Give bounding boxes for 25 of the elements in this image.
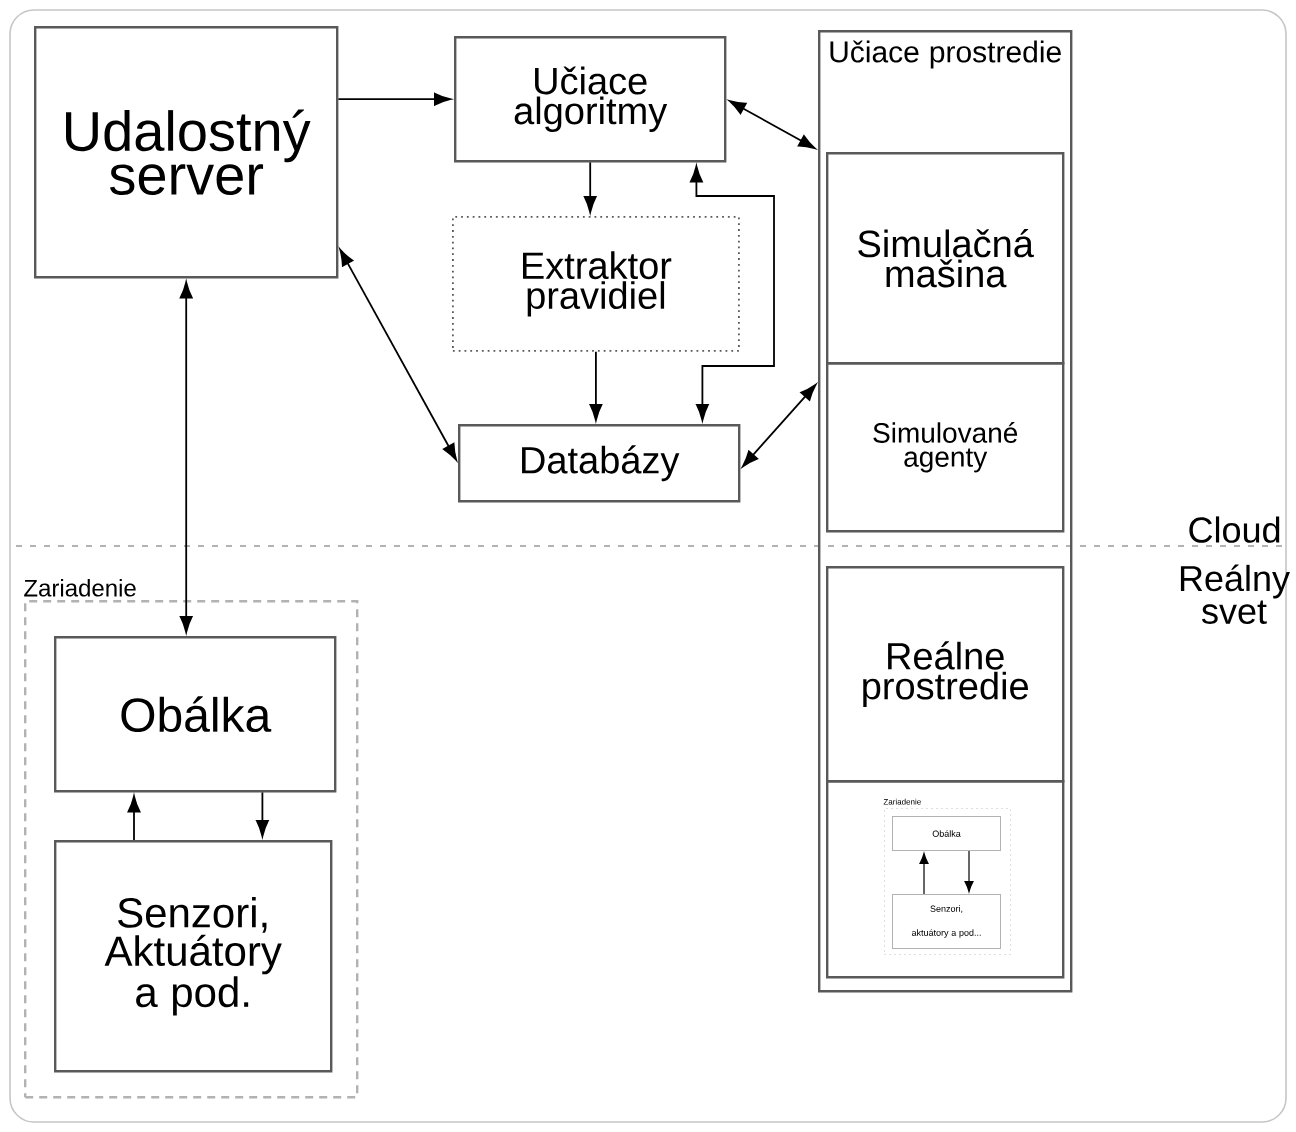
region-label: Reálny svet [1180, 564, 1290, 624]
panel-cell: Simulované agenty [826, 362, 1065, 533]
process-box: Extraktor pravidiel [452, 216, 740, 352]
arrow [256, 791, 269, 837]
process-box: Učiace algoritmy [454, 36, 727, 163]
process-box: Obálka [54, 636, 337, 793]
arrow [127, 795, 141, 841]
panel-cell [826, 780, 1065, 979]
server-box: Udalostný server [34, 26, 339, 279]
node-label: Zariadenie [24, 579, 136, 597]
arrow [919, 852, 929, 895]
arrow [589, 350, 603, 421]
panel-cell: Reálne prostredie [826, 566, 1065, 783]
arrow [690, 165, 775, 421]
arrow [339, 249, 457, 461]
arrow [583, 161, 597, 213]
arrow [964, 850, 974, 893]
process-box: Senzori, Aktuátory a pod. [54, 840, 333, 1073]
arrow [179, 281, 193, 633]
database-box: Databázy [458, 424, 741, 503]
arrow [742, 384, 817, 468]
panel-cell: Simulačná mašina [826, 152, 1065, 365]
arrow [337, 92, 451, 106]
region-label: Cloud [1189, 516, 1280, 543]
arrow [728, 100, 816, 149]
